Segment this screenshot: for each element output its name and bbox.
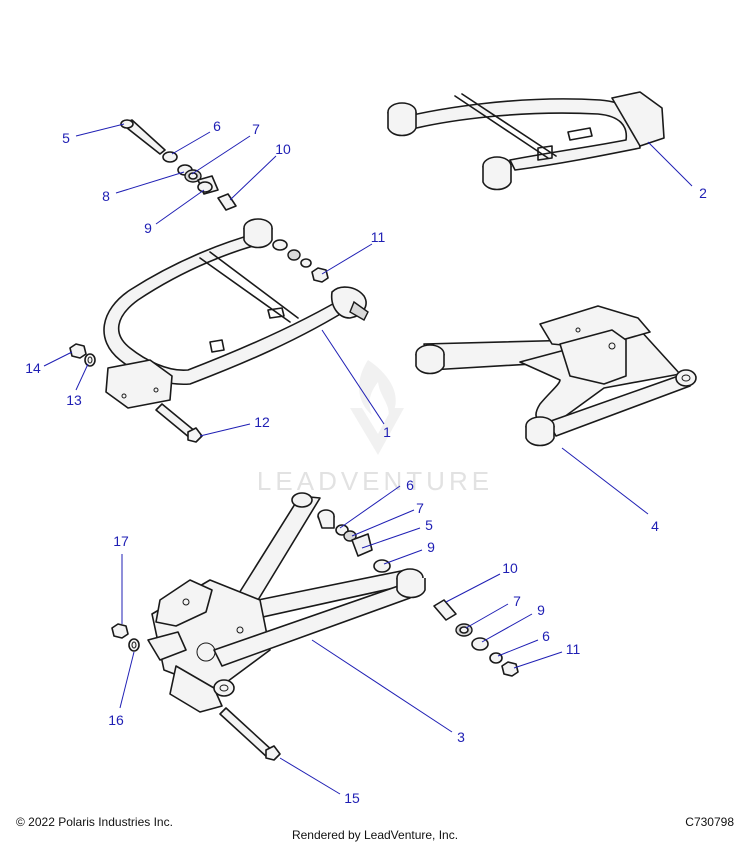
part-11-nut-lower bbox=[501, 661, 519, 677]
callout-13: 13 bbox=[66, 392, 82, 408]
part-5-bolt-upper bbox=[120, 119, 166, 155]
leader-3 bbox=[311, 639, 453, 733]
leader-13 bbox=[75, 363, 89, 391]
callout-17: 17 bbox=[113, 533, 129, 549]
leader-9c bbox=[481, 613, 533, 643]
part-16-washer bbox=[128, 638, 140, 652]
diagram-code: C730798 bbox=[685, 815, 734, 829]
part-4-lower-a-arm bbox=[415, 305, 697, 447]
leader-7c bbox=[465, 603, 509, 629]
callout-1: 1 bbox=[383, 424, 391, 440]
leader-4 bbox=[561, 447, 649, 515]
part-10-sleeve-upper bbox=[217, 193, 237, 211]
callout-14: 14 bbox=[25, 360, 41, 376]
callout-8: 8 bbox=[102, 188, 110, 204]
callout-10-lower: 10 bbox=[502, 560, 518, 576]
callout-6-lower-inner: 6 bbox=[406, 477, 414, 493]
leader-15 bbox=[279, 757, 341, 795]
leadventure-watermark: LEADVENTURE bbox=[257, 360, 493, 496]
callout-11-upper: 11 bbox=[371, 229, 386, 245]
leader-9b bbox=[383, 549, 423, 565]
callout-2: 2 bbox=[699, 185, 707, 201]
lower-inner-hardware-stack bbox=[335, 524, 373, 557]
part-14-nut bbox=[69, 343, 87, 359]
watermark-text: LEADVENTURE bbox=[257, 466, 493, 496]
leader-12 bbox=[199, 423, 251, 437]
leader-11a bbox=[321, 243, 373, 275]
part-3-lower-a-arm bbox=[147, 492, 426, 713]
callout-10-upper: 10 bbox=[275, 141, 291, 157]
part-7-bushing-lower bbox=[455, 623, 473, 637]
callout-15: 15 bbox=[344, 790, 360, 806]
callout-7-lower-inner: 7 bbox=[416, 500, 424, 516]
part-15-bolt bbox=[219, 707, 281, 761]
leader-6c bbox=[497, 639, 539, 657]
callout-5-lower: 5 bbox=[425, 517, 433, 533]
leader-10a bbox=[229, 155, 277, 201]
leader-14 bbox=[43, 351, 73, 367]
leader-lines bbox=[43, 123, 693, 795]
callout-12: 12 bbox=[254, 414, 270, 430]
part-6-washer-upper bbox=[162, 151, 178, 163]
part-6-washer-lower bbox=[489, 652, 503, 664]
callout-7-lower: 7 bbox=[513, 593, 521, 609]
leader-5b bbox=[361, 527, 421, 549]
callout-4: 4 bbox=[651, 518, 659, 534]
callout-9-lower: 9 bbox=[537, 602, 545, 618]
leader-7a bbox=[191, 135, 251, 175]
leader-6b bbox=[339, 485, 401, 529]
callout-6-upper: 6 bbox=[213, 118, 221, 134]
callout-3: 3 bbox=[457, 729, 465, 745]
leader-7b bbox=[351, 509, 415, 537]
callout-6-lower: 6 bbox=[542, 628, 550, 644]
part-9-bushing-lower-inner bbox=[373, 559, 391, 573]
part-13-washer bbox=[84, 353, 96, 367]
callout-11-lower: 11 bbox=[566, 641, 581, 657]
leader-10b bbox=[445, 573, 501, 603]
callout-9-lower-inner: 9 bbox=[427, 539, 435, 555]
callout-numbers: 5 6 7 8 9 10 11 2 14 13 12 1 4 6 7 5 9 1… bbox=[25, 118, 707, 806]
part-11-nut-upper bbox=[311, 267, 329, 283]
part-9-bushing-upper bbox=[197, 175, 219, 195]
copyright-text: © 2022 Polaris Industries Inc. bbox=[16, 815, 173, 829]
leader-9a bbox=[155, 189, 205, 225]
watermark-logo bbox=[350, 360, 404, 455]
upper-right-hardware-stack bbox=[272, 239, 312, 268]
callout-9-upper: 9 bbox=[144, 220, 152, 236]
part-17-nut bbox=[111, 623, 129, 639]
leader-5a bbox=[75, 123, 125, 137]
leader-11b bbox=[513, 651, 563, 669]
leader-6a bbox=[171, 131, 211, 155]
part-1-upper-a-arm bbox=[103, 218, 369, 409]
callout-16: 16 bbox=[108, 712, 124, 728]
part-12-bolt bbox=[155, 403, 203, 443]
part-10-sleeve-lower bbox=[433, 599, 457, 621]
leader-16 bbox=[119, 651, 135, 709]
leader-8a bbox=[115, 171, 185, 194]
callout-7-upper: 7 bbox=[252, 121, 260, 137]
rendered-by-text: Rendered by LeadVenture, Inc. bbox=[291, 828, 459, 842]
leader-2 bbox=[647, 141, 693, 187]
leader-1 bbox=[321, 329, 385, 425]
part-2-upper-a-arm bbox=[387, 91, 665, 191]
callout-5-upper: 5 bbox=[62, 130, 70, 146]
